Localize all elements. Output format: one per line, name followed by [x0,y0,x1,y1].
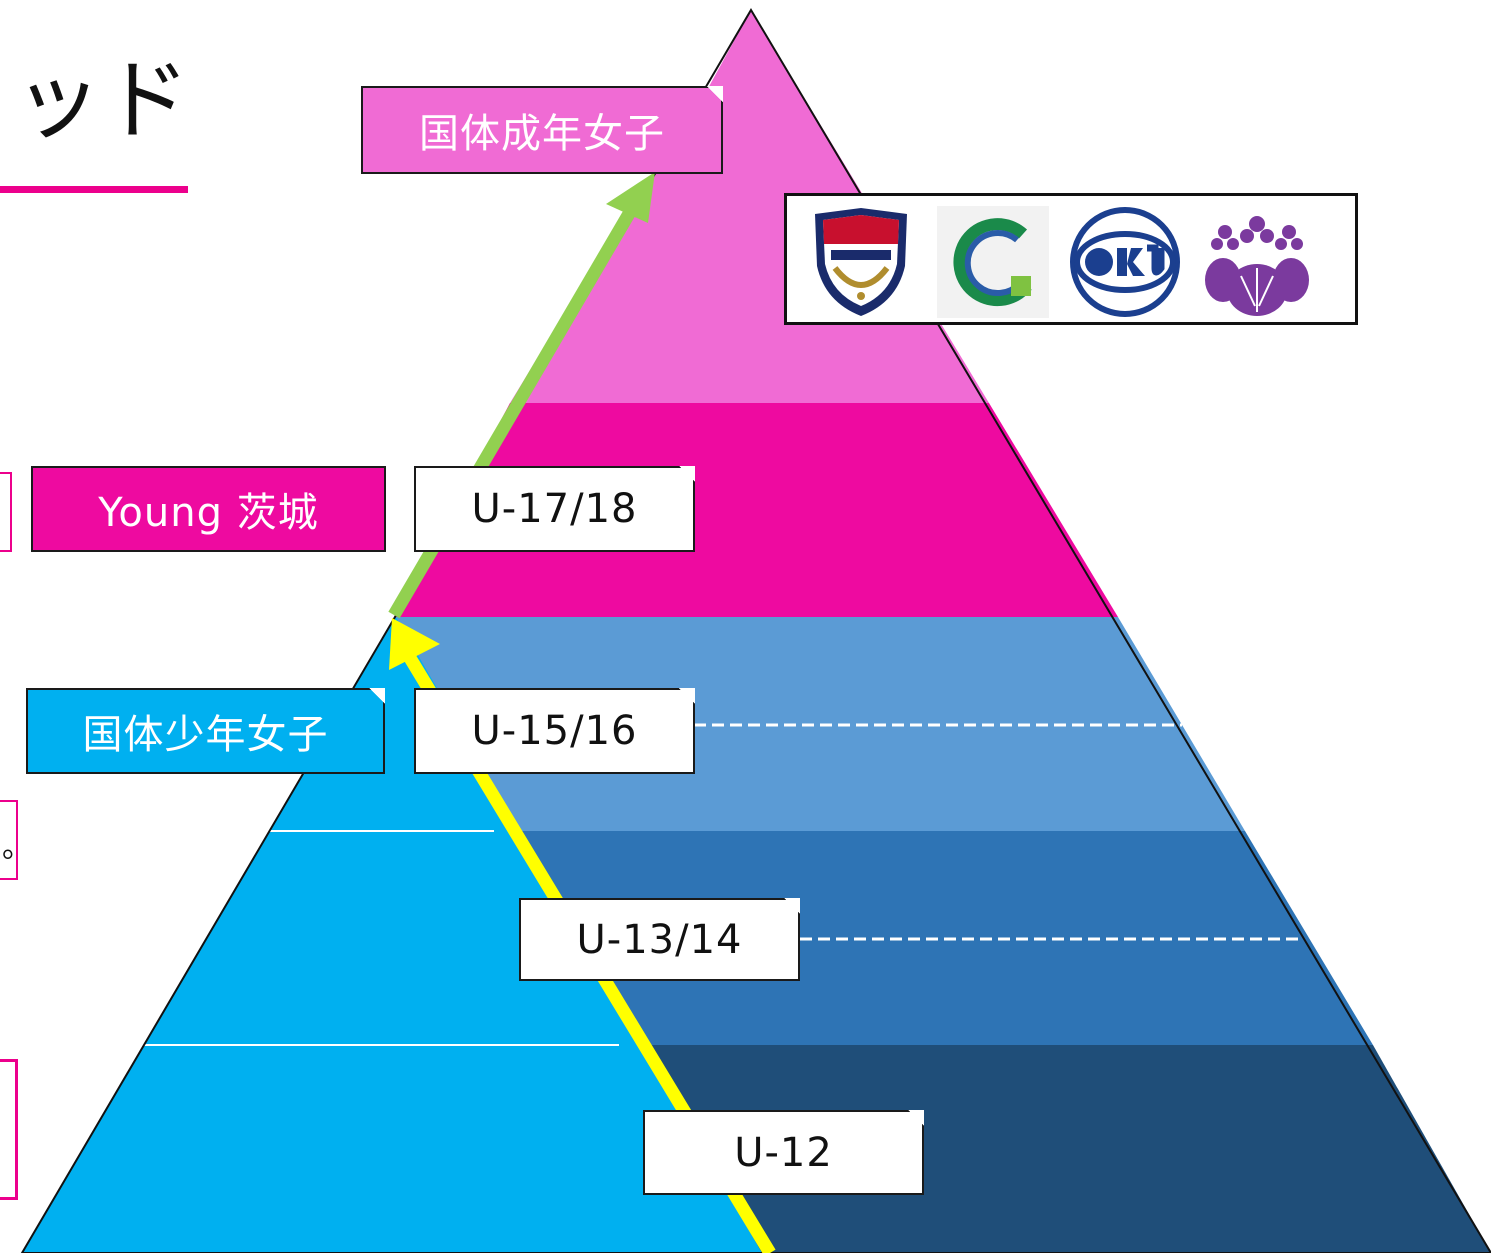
peak-label: 国体成年女子 [361,86,723,174]
yellow-arrow-head [389,618,440,670]
tsukuba-fc-crest-icon [815,208,907,316]
age-tag-u15-16-text: U-15/16 [471,708,638,754]
page-title-fragment: ッド [14,49,191,152]
age-tag-u13-14: U-13/14 [519,898,800,981]
age-tag-u17-18: U-17/18 [414,466,695,552]
age-tag-u12: U-12 [643,1110,924,1195]
rku-football-club-logo-icon [1070,207,1180,317]
age-tag-u12-text: U-12 [734,1129,833,1176]
green-arrow-head [606,172,655,223]
tier-u12 [619,1045,1491,1253]
edge-box-left-middle [0,800,18,880]
young-label-text: Young 茨城 [98,490,319,536]
c-ring-logo-icon [937,206,1049,318]
edge-box-left-upper [0,472,12,552]
peak-label-text: 国体成年女子 [419,111,665,157]
edge-box-left-lower [0,1059,18,1200]
age-tag-u13-14-text: U-13/14 [576,916,743,963]
young-label: Young 茨城 [31,466,386,552]
youth-zone [22,617,762,1253]
pyramid-outline [20,8,1491,1253]
logo-panel [784,193,1358,325]
paulownia-crest-icon [1205,216,1309,316]
edge-text-fragment: 。 [2,830,32,865]
youth-label-text: 国体少年女子 [82,712,329,758]
tier-young [396,403,1118,617]
title-underline [0,186,188,193]
youth-label: 国体少年女子 [26,688,385,774]
age-tag-u17-18-text: U-17/18 [471,486,638,532]
age-tag-u15-16: U-15/16 [414,688,695,774]
